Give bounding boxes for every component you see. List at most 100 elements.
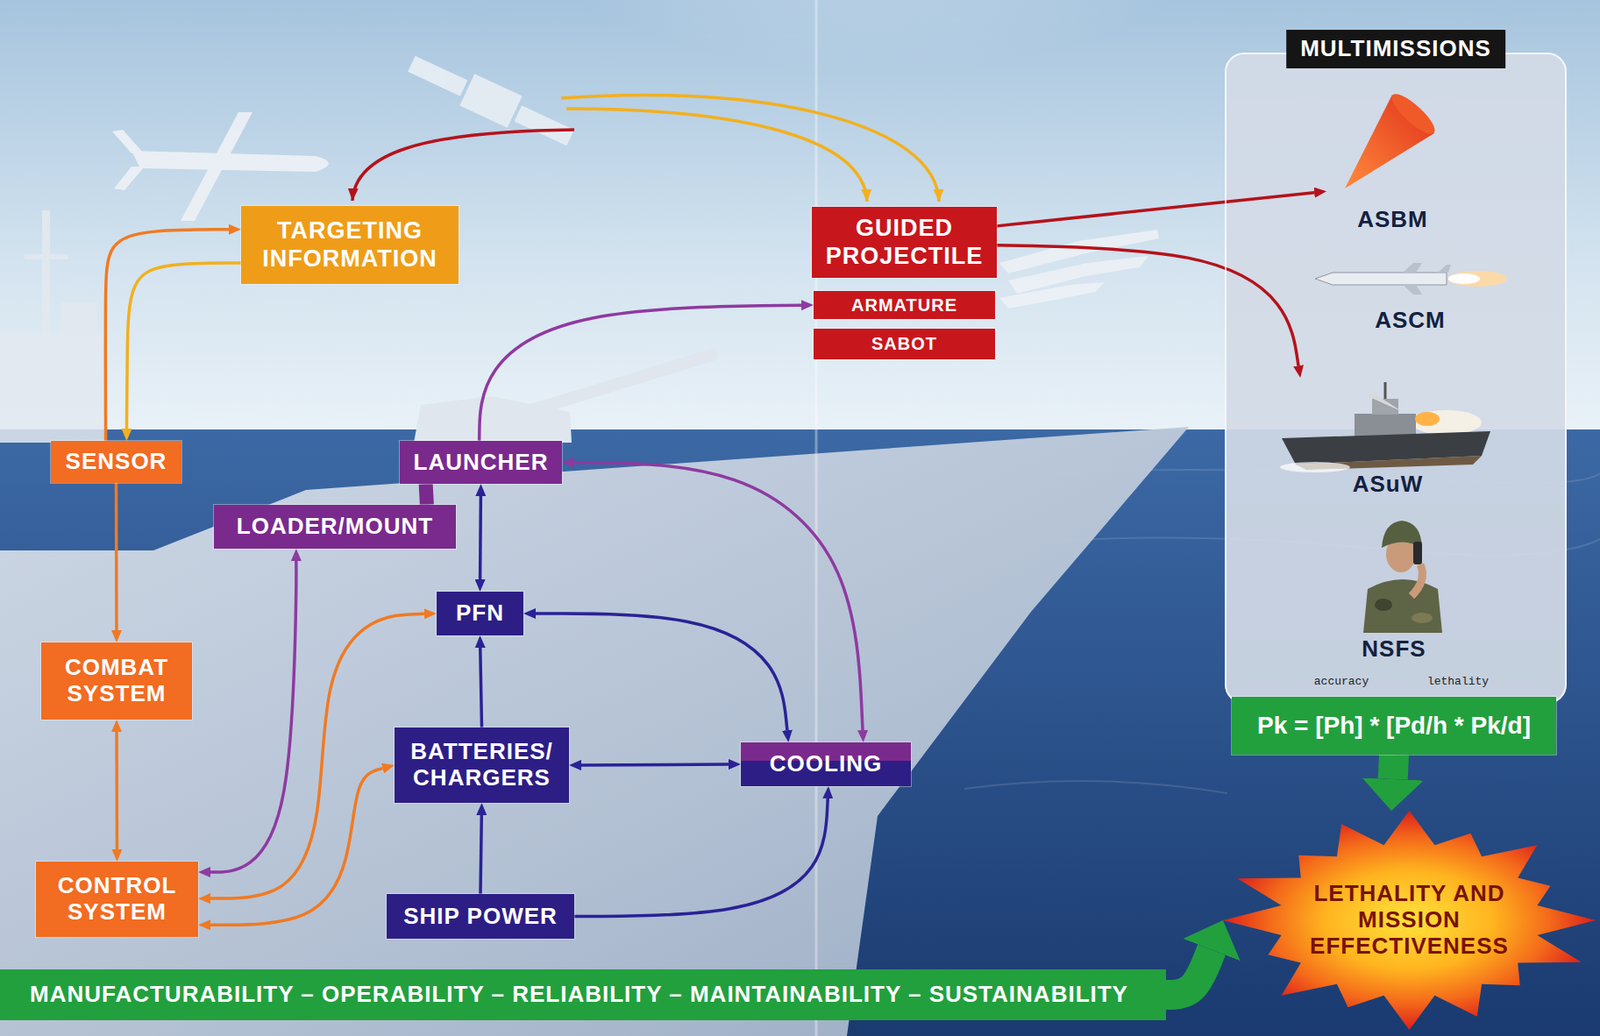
mast xyxy=(1384,382,1387,399)
solar-panel xyxy=(407,56,468,97)
plume xyxy=(1447,270,1508,287)
fin xyxy=(1437,264,1451,273)
connector xyxy=(126,263,242,429)
system-box: PFN xyxy=(436,591,524,636)
light-beam xyxy=(815,0,818,1036)
formula-annotation: lethality xyxy=(1422,675,1494,689)
connector xyxy=(1166,950,1212,996)
system-box: CONTROL SYSTEM xyxy=(35,861,199,938)
camo-spot xyxy=(1374,598,1393,612)
connector xyxy=(210,613,425,899)
connector xyxy=(210,561,297,873)
node-label: SENSOR xyxy=(65,448,168,476)
starburst-outline xyxy=(1223,810,1596,1031)
component-box: ARMATURE xyxy=(813,291,996,320)
connector xyxy=(114,483,119,631)
mission-item: ASCM xyxy=(1315,263,1506,338)
node-label: NSFS xyxy=(1361,636,1426,663)
projectile-part xyxy=(999,282,1105,309)
superstructure xyxy=(1354,413,1416,437)
node-label: MANUFACTURABILITY – OPERABILITY – RELIAB… xyxy=(29,981,1129,1009)
ascm-image xyxy=(1315,263,1508,295)
connector xyxy=(1393,754,1394,780)
formula-annotation: accuracy xyxy=(1312,675,1371,689)
connector xyxy=(426,483,427,505)
node-label: GUIDED PROJECTILE xyxy=(820,214,989,270)
formula-box: Pk = [Ph] * [Pd/h * Pk/d] xyxy=(1231,696,1557,755)
missile-body xyxy=(1315,272,1447,285)
node-label: ASCM xyxy=(1374,307,1446,335)
asuw-image xyxy=(1280,382,1491,473)
solar-panel xyxy=(514,105,575,146)
yardarm xyxy=(24,254,69,260)
missile xyxy=(1367,392,1403,413)
node-label: LETHALITY AND MISSION EFFECTIVENESS xyxy=(1300,881,1520,960)
component-box: SABOT xyxy=(813,328,996,360)
connector xyxy=(478,496,483,580)
node-label: SABOT xyxy=(871,334,938,355)
connector xyxy=(996,192,1315,227)
mission-item: ASBM xyxy=(1326,106,1459,237)
node-label: PFN xyxy=(455,600,505,627)
nsfs-image xyxy=(1363,520,1443,633)
uav xyxy=(112,112,329,221)
node-label: ASBM xyxy=(1357,206,1429,234)
connector xyxy=(581,762,729,767)
projectile-image xyxy=(999,229,1160,309)
soldier-body xyxy=(1363,579,1443,633)
projectile-box: GUIDED PROJECTILE xyxy=(811,206,997,278)
system-box: COMBAT SYSTEM xyxy=(41,642,192,720)
node-label: LAUNCHER xyxy=(413,449,549,477)
mast xyxy=(42,210,50,338)
cone xyxy=(1344,94,1435,189)
fin xyxy=(1402,284,1423,295)
panel-heading: MULTIMISSIONS xyxy=(1286,29,1506,69)
superstructure-block xyxy=(0,333,106,443)
data-link-arrow xyxy=(561,94,939,202)
connector xyxy=(574,798,828,918)
starburst: LETHALITY AND MISSION EFFECTIVENESS xyxy=(1223,810,1596,1031)
gun-turret xyxy=(413,355,712,443)
node-label: ARMATURE xyxy=(851,295,958,316)
satellite-body xyxy=(459,73,522,128)
node-label: LOADER/MOUNT xyxy=(236,513,434,541)
mission-item: NSFS xyxy=(1332,517,1456,667)
system-box: COOLING xyxy=(740,742,911,787)
uav-tail xyxy=(113,166,145,191)
connector xyxy=(996,245,1299,366)
banner-bar: MANUFACTURABILITY – OPERABILITY – RELIAB… xyxy=(0,969,1167,1021)
connector xyxy=(105,229,229,441)
data-link-arrow xyxy=(352,129,575,201)
gun-barrel xyxy=(526,355,712,413)
node-label: BATTERIES/ CHARGERS xyxy=(403,739,561,792)
connector xyxy=(480,647,483,728)
uav-wing xyxy=(180,112,253,221)
launch-smoke xyxy=(1411,410,1482,435)
bridge xyxy=(61,302,97,334)
cone-base xyxy=(1386,88,1441,140)
system-box: SHIP POWER xyxy=(386,894,575,939)
system-box: LAUNCHER xyxy=(399,440,562,484)
connector xyxy=(480,815,482,895)
spray xyxy=(1280,462,1351,473)
node-label: COMBAT SYSTEM xyxy=(49,654,184,708)
node-label: COOLING xyxy=(769,751,882,778)
connector xyxy=(535,613,788,731)
asbm-image xyxy=(1344,88,1440,189)
launch-flash xyxy=(1415,412,1440,427)
connector xyxy=(479,305,802,441)
system-box: SENSOR xyxy=(50,440,182,484)
satellite xyxy=(404,48,578,155)
arm xyxy=(1411,564,1423,597)
system-box: LOADER/MOUNT xyxy=(213,504,456,549)
info-box: TARGETING INFORMATION xyxy=(241,206,459,285)
ship-deck xyxy=(0,426,1189,1036)
connector xyxy=(210,768,383,926)
mission-panel: MULTIMISSIONSASBMASCMASuWNSFS xyxy=(1224,52,1567,704)
system-box: BATTERIES/ CHARGERS xyxy=(394,727,569,804)
wave xyxy=(964,781,1228,794)
camo-spot xyxy=(1411,612,1433,624)
node-label: TARGETING INFORMATION xyxy=(249,217,450,272)
